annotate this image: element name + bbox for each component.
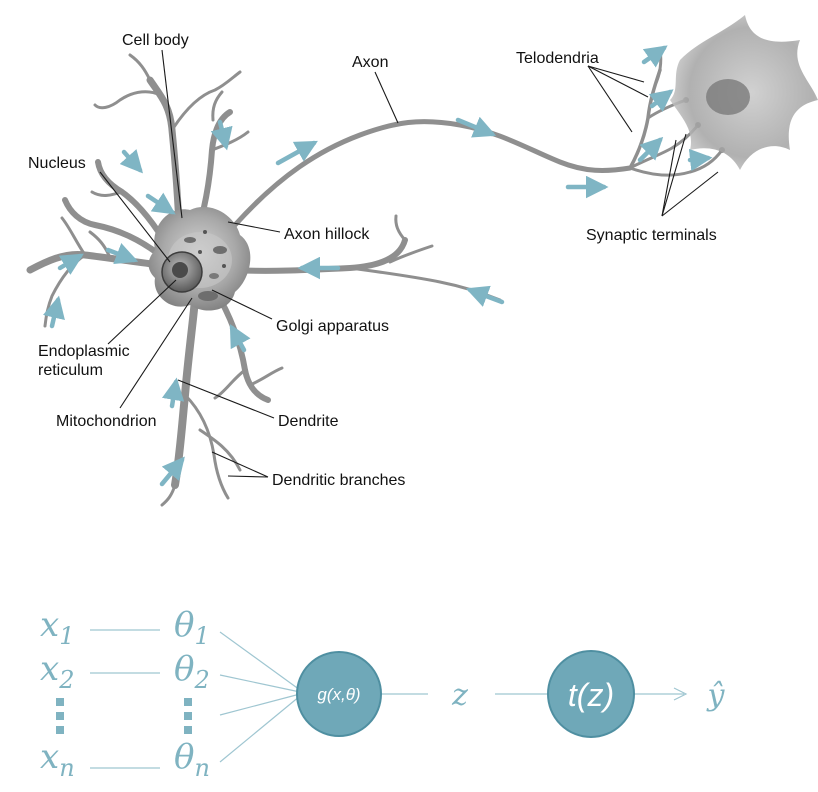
activation-label: t(z) [568, 677, 614, 713]
aggregator-label: g(x,θ) [317, 685, 360, 704]
label-endoplasmic-reticulum-2: reticulum [38, 362, 103, 379]
label-dendrite: Dendrite [278, 413, 339, 430]
axon [232, 119, 633, 228]
label-golgi-apparatus: Golgi apparatus [276, 318, 389, 335]
label-endoplasmic-reticulum-1: Endoplasmic [38, 343, 130, 360]
label-cell-body: Cell body [122, 32, 189, 49]
activation-node [547, 650, 635, 738]
weight-theta2: θ2 [174, 649, 210, 694]
aggregator-node [296, 651, 382, 737]
input-x2: x2 [40, 649, 74, 694]
label-mitochondrion: Mitochondrion [56, 413, 157, 430]
weight-thetan: θn [174, 737, 210, 782]
target-nucleus [706, 79, 750, 115]
label-nucleus: Nucleus [28, 155, 86, 172]
input-x1: x1 [40, 605, 74, 650]
leader-lines [99, 49, 719, 478]
weight-theta1: θ1 [174, 605, 210, 650]
weight-ellipsis [184, 698, 192, 734]
output-yhat: ŷ [706, 678, 726, 713]
neuron-illustration [26, 15, 818, 507]
label-axon: Axon [352, 54, 388, 71]
label-synaptic-terminals: Synaptic terminals [586, 227, 717, 244]
label-telodendria: Telodendria [516, 50, 599, 67]
input-xn: xn [40, 737, 75, 782]
input-ellipsis [56, 698, 64, 734]
perceptron-model: x1 x2 xn θ1 θ2 θn g(x,θ) z t(z) ŷ [40, 605, 726, 782]
intermediate-z: z [451, 678, 468, 713]
signal-flow-arrows [42, 45, 713, 487]
label-axon-hillock: Axon hillock [284, 226, 370, 243]
label-dendritic-branches: Dendritic branches [272, 472, 405, 489]
